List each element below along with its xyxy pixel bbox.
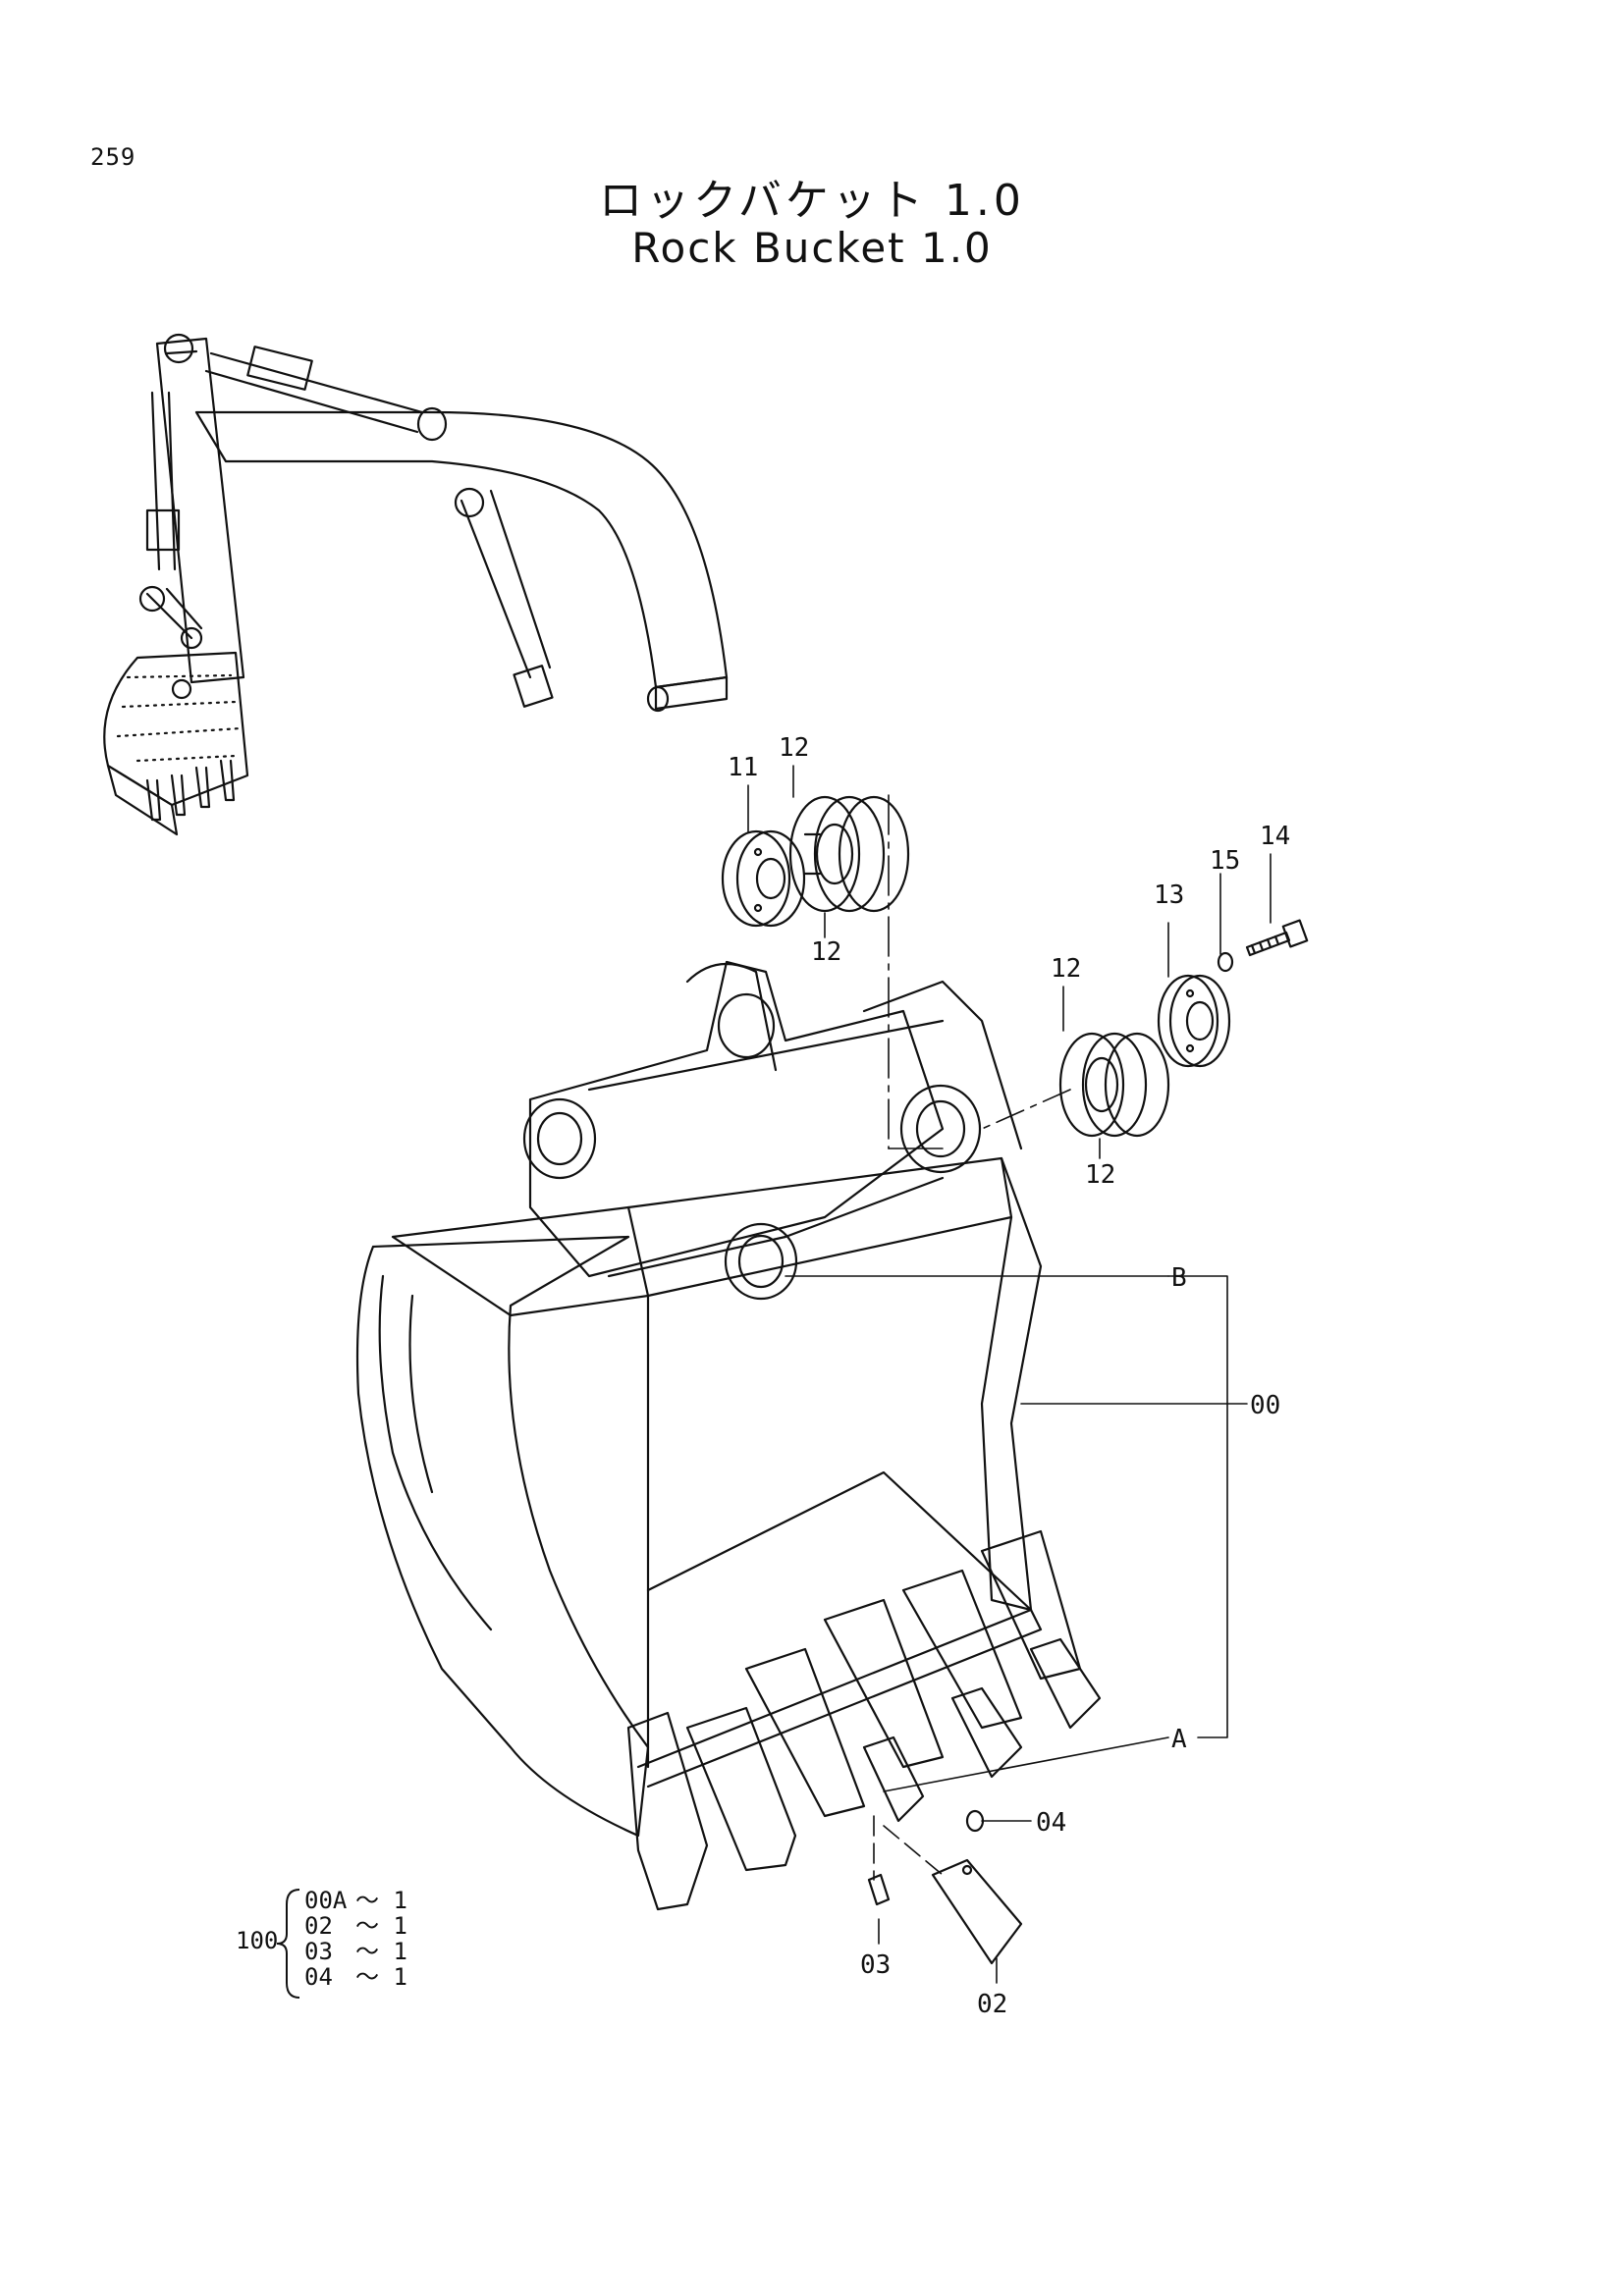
bolt-14 xyxy=(1245,919,1309,957)
page-number: 259 xyxy=(90,143,136,171)
label-part-14: 14 xyxy=(1260,822,1290,851)
kit-brace xyxy=(276,1889,300,1999)
kit-item-part: 02 xyxy=(304,1912,333,1940)
shim-plate-11 xyxy=(721,829,806,928)
label-part-12-lower-bottom: 12 xyxy=(1085,1160,1115,1190)
label-part-15: 15 xyxy=(1210,846,1240,876)
label-ref-A: A xyxy=(1171,1725,1187,1754)
bucket-teeth xyxy=(626,1529,1102,1965)
kit-item-part: 03 xyxy=(304,1938,333,1965)
label-ref-B: B xyxy=(1171,1263,1187,1293)
kit-composition: 100 00A ～ 1 02 ～ 1 03 ～ 1 04 ～ 1 xyxy=(236,1887,407,1999)
label-part-12-top: 12 xyxy=(779,733,809,763)
label-part-11: 11 xyxy=(728,753,758,782)
part-labels: 11 12 12 12 12 13 14 15 B 00 A 04 03 02 xyxy=(728,733,1290,2019)
label-part-02: 02 xyxy=(977,1990,1007,2019)
shim-plate-13 xyxy=(1157,974,1231,1068)
kit-item-qty: ～ 1 xyxy=(355,1963,407,1991)
spacer-rings-12-lower xyxy=(1058,1032,1170,1138)
leader-lines xyxy=(747,765,1272,1984)
label-part-03: 03 xyxy=(860,1950,891,1980)
label-part-04: 04 xyxy=(1036,1808,1066,1838)
excavator-arm-overview xyxy=(103,333,729,836)
kit-item-qty: ～ 1 xyxy=(355,1912,407,1940)
title-english: Rock Bucket 1.0 xyxy=(631,224,993,272)
label-part-12-upper-bottom: 12 xyxy=(811,937,841,967)
title-japanese: ロックバケット 1.0 xyxy=(599,176,1025,226)
washer-15 xyxy=(1217,951,1234,973)
label-part-13: 13 xyxy=(1154,881,1184,910)
kit-item-part: 04 xyxy=(304,1963,333,1991)
kit-number: 100 xyxy=(236,1927,278,1954)
kit-item-part: 00A xyxy=(304,1887,348,1914)
rock-bucket-main xyxy=(355,960,1043,1838)
kit-item-qty: ～ 1 xyxy=(355,1938,407,1965)
label-part-12-lower-top: 12 xyxy=(1051,954,1081,984)
kit-item-qty: ～ 1 xyxy=(355,1887,407,1914)
label-part-00: 00 xyxy=(1250,1391,1280,1420)
spacer-rings-12-upper xyxy=(788,795,910,913)
